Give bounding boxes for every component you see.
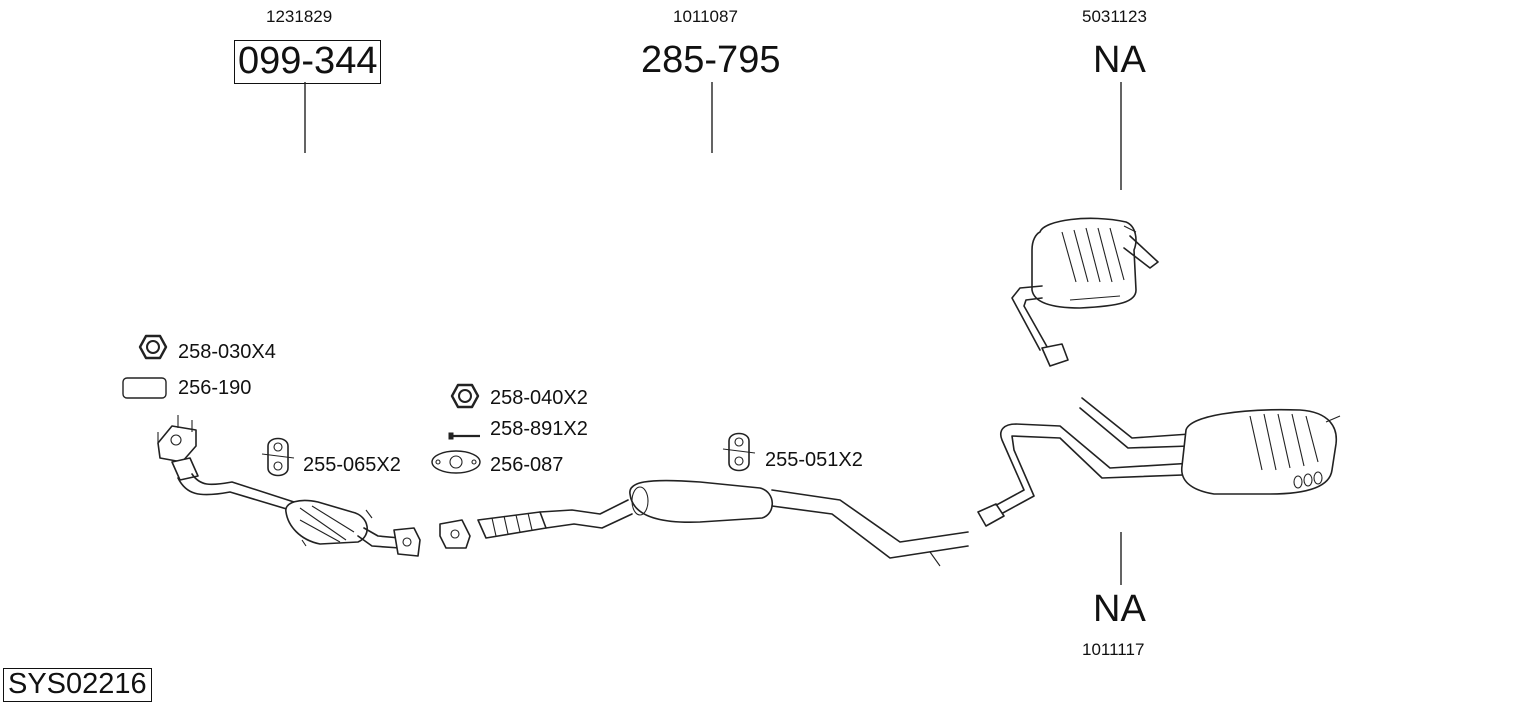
oem-number-catalyst: 1231829 [266, 7, 333, 26]
rubber-hanger-icon [261, 437, 295, 477]
bolt-icon [448, 432, 480, 440]
part-number-catalyst[interactable]: 099-344 [234, 40, 382, 84]
oem-number-middle-pipe: 1011087 [673, 7, 738, 26]
system-code: SYS02216 [3, 668, 152, 702]
hex-nut-icon [450, 383, 480, 409]
rear-silencer-bottom-drawing [977, 397, 1341, 527]
hex-nut-icon [138, 334, 168, 360]
gasket-icon [122, 377, 167, 399]
oem-number-rear-silencer-top: 5031123 [1082, 7, 1147, 26]
fitting-label-nut-front[interactable]: 258-030X4 [178, 341, 276, 363]
fitting-label-gasket-front[interactable]: 256-190 [178, 377, 252, 399]
rubber-hanger-icon [722, 432, 756, 472]
fitting-label-hanger-front[interactable]: 255-065X2 [303, 454, 401, 476]
part-number-rear-silencer-top[interactable]: NA [1093, 39, 1146, 81]
fitting-label-hanger-mid[interactable]: 255-051X2 [765, 449, 863, 471]
catalytic-converter-drawing [157, 415, 421, 557]
oem-number-rear-silencer-bottom: 1011117 [1082, 640, 1145, 659]
rear-silencer-top-drawing [1011, 217, 1159, 367]
middle-silencer-pipe-drawing [439, 479, 969, 567]
part-number-middle-pipe[interactable]: 285-795 [641, 39, 781, 81]
part-number-rear-silencer-bottom[interactable]: NA [1093, 588, 1146, 630]
flange-gasket-icon [431, 450, 481, 474]
fitting-label-nut-mid[interactable]: 258-040X2 [490, 387, 588, 409]
fitting-label-gasket-mid[interactable]: 256-087 [490, 454, 564, 476]
fitting-label-bolt-mid[interactable]: 258-891X2 [490, 418, 588, 440]
